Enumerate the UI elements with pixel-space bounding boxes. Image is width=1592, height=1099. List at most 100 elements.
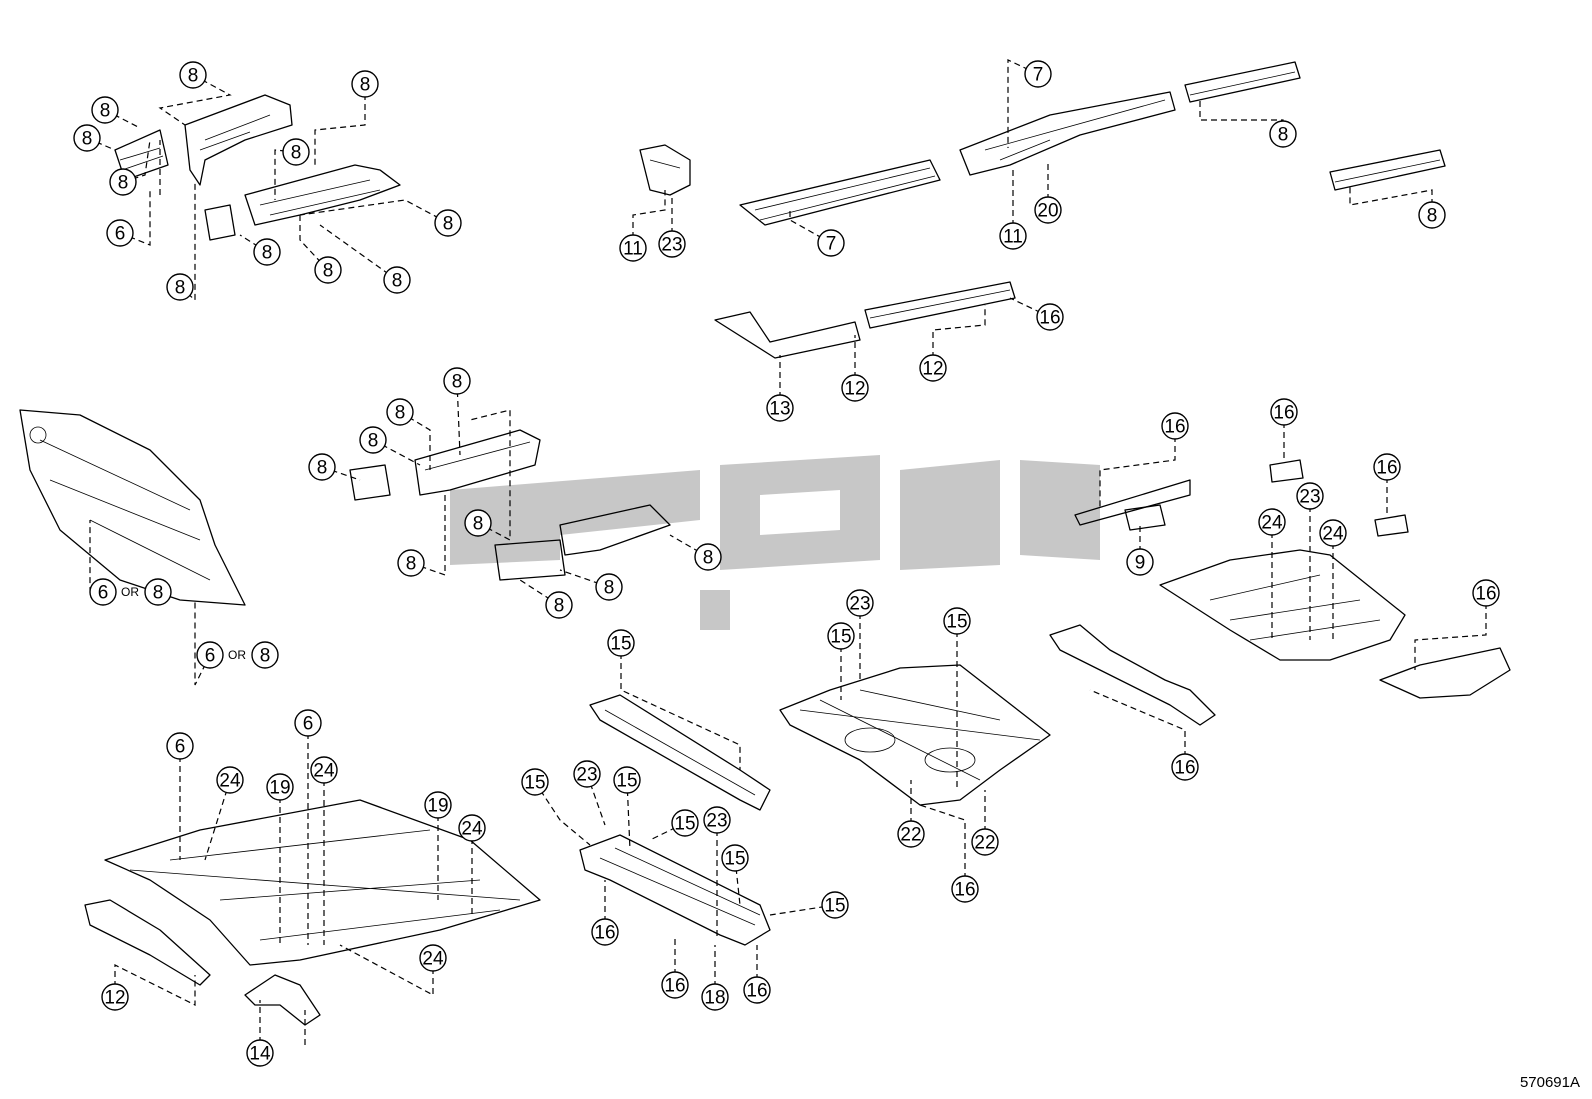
callout-51: 16 (951, 875, 979, 903)
callout-8: 8 (434, 209, 462, 237)
callout-23: 16 (1036, 303, 1064, 331)
callout-label: 16 (594, 923, 615, 944)
callout-label: 8 (1278, 125, 1289, 146)
callout-label: 6 (115, 224, 126, 245)
callout-42: 24 (1258, 508, 1286, 536)
callout-3: 8 (351, 70, 379, 98)
callout-label: 16 (664, 976, 685, 997)
callout-63: 16 (743, 976, 771, 1004)
callout-label: 23 (849, 594, 870, 615)
callout-label: 8 (703, 548, 714, 569)
callout-label: 8 (443, 214, 454, 235)
callout-label: 11 (1003, 227, 1023, 248)
callout-label: 8 (291, 143, 302, 164)
callout-21: 12 (841, 374, 869, 402)
callout-31: 8 (595, 573, 623, 601)
callout-label: 24 (219, 771, 241, 792)
callout-label: 16 (746, 981, 767, 1002)
callout-53: 15 (521, 768, 549, 796)
callout-60: 16 (591, 918, 619, 946)
callout-label: 16 (1273, 403, 1294, 424)
callout-10: 8 (314, 256, 342, 284)
callout-57: 23 (703, 806, 731, 834)
callout-56: 15 (671, 809, 699, 837)
callout-label: 23 (706, 811, 727, 832)
callout-label: 6 (205, 646, 216, 667)
callout-50: 22 (971, 828, 999, 856)
callout-label: 9 (1135, 553, 1146, 574)
callout-label: 24 (1322, 524, 1344, 545)
callout-label: 8 (392, 271, 403, 292)
callout-label: 8 (452, 372, 463, 393)
callout-label: 23 (661, 235, 682, 256)
or-label-2: OR (228, 648, 246, 662)
watermark-logo (450, 455, 1100, 630)
callout-label: 19 (427, 796, 448, 817)
callout-44: 16 (1472, 579, 1500, 607)
callout-label: 7 (1033, 65, 1044, 86)
callout-34: 8 (144, 578, 172, 606)
callout-32: 8 (545, 591, 573, 619)
callout-22: 12 (919, 354, 947, 382)
callout-label: 6 (303, 714, 314, 735)
callout-5: 8 (109, 168, 137, 196)
callout-37: 16 (1161, 412, 1189, 440)
callout-35: 6 (196, 641, 224, 669)
callout-label: 14 (249, 1044, 271, 1065)
callout-0: 8 (179, 61, 207, 89)
callout-28: 8 (464, 509, 492, 537)
callout-41: 23 (1296, 482, 1324, 510)
callout-label: 24 (1261, 513, 1283, 534)
callout-label: 8 (260, 646, 271, 667)
callout-67: 19 (266, 773, 294, 801)
callout-label: 15 (946, 612, 967, 633)
callout-47: 15 (827, 622, 855, 650)
callout-label: 7 (826, 234, 837, 255)
callout-label: 8 (100, 101, 111, 122)
callout-label: 16 (954, 880, 975, 901)
callout-24: 8 (443, 367, 471, 395)
parts (19, 61, 1511, 1026)
callout-36: 8 (251, 641, 279, 669)
callout-26: 8 (359, 426, 387, 454)
callout-label: 8 (323, 261, 334, 282)
callout-label: 15 (616, 771, 637, 792)
callout-14: 7 (1024, 60, 1052, 88)
callout-label: 20 (1037, 201, 1058, 222)
callout-label: 15 (674, 814, 695, 835)
callout-label: 6 (98, 583, 109, 604)
callout-label: 8 (554, 596, 565, 617)
callout-label: 19 (269, 778, 290, 799)
callout-label: 8 (360, 75, 371, 96)
callout-label: 24 (461, 819, 483, 840)
callout-label: 12 (844, 379, 865, 400)
callout-61: 16 (661, 971, 689, 999)
callout-label: 8 (188, 66, 199, 87)
callout-64: 6 (166, 732, 194, 760)
callout-2: 8 (73, 124, 101, 152)
callout-label: 22 (974, 833, 995, 854)
callout-11: 8 (383, 266, 411, 294)
callout-18: 8 (1269, 120, 1297, 148)
callout-label: 16 (1376, 458, 1397, 479)
callout-12: 11 (619, 234, 647, 262)
callout-7: 8 (166, 273, 194, 301)
callout-19: 8 (1418, 201, 1446, 229)
callout-65: 6 (294, 709, 322, 737)
callout-label: 8 (317, 458, 328, 479)
callout-68: 24 (310, 756, 338, 784)
callout-label: 23 (1299, 487, 1320, 508)
callout-label: 16 (1039, 308, 1060, 329)
callout-30: 8 (694, 543, 722, 571)
callout-17: 20 (1034, 196, 1062, 224)
callout-69: 19 (424, 791, 452, 819)
callout-46: 23 (846, 589, 874, 617)
callout-58: 15 (721, 844, 749, 872)
callout-38: 9 (1126, 548, 1154, 576)
callout-45: 16 (1171, 753, 1199, 781)
callout-55: 15 (613, 766, 641, 794)
callout-label: 12 (104, 988, 125, 1009)
callout-label: 8 (118, 173, 129, 194)
